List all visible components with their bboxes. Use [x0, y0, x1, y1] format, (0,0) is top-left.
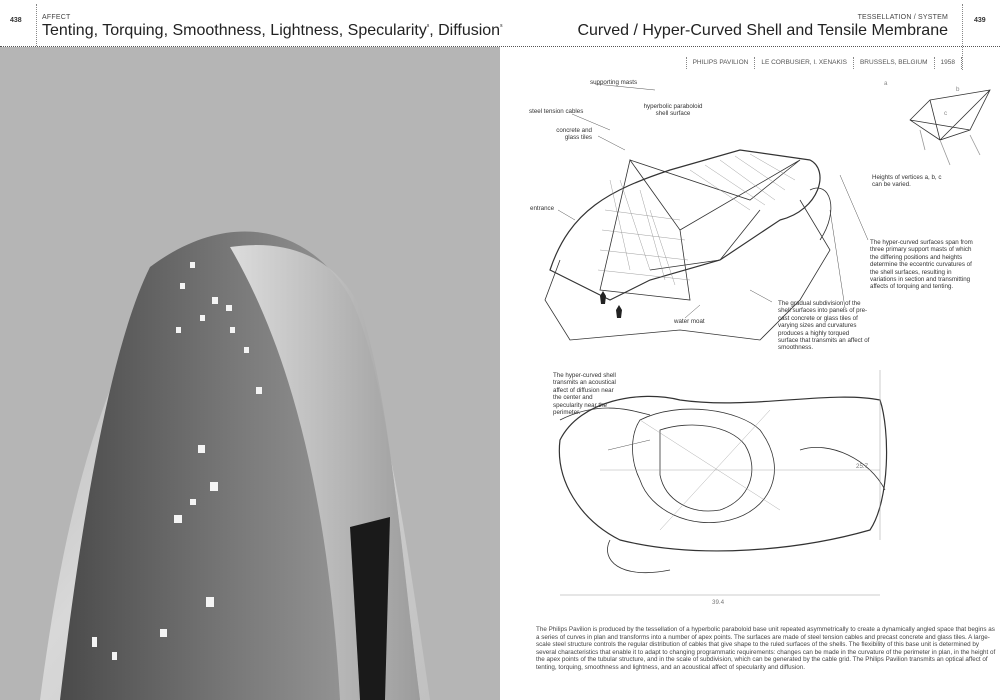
label-tiles: concrete and glass tiles	[556, 127, 592, 142]
note-hyper-curved: The hyper-curved surfaces span from thre…	[870, 239, 973, 291]
page-title-right: Curved / Hyper-Curved Shell and Tensile …	[577, 22, 948, 39]
section-label-left: AFFECT	[42, 14, 71, 21]
location: BRUSSELS, BELGIUM	[852, 57, 934, 69]
axonometric-drawing	[544, 149, 832, 341]
title-suffix: , Diffusion	[429, 22, 501, 39]
vertex-diagram	[909, 89, 991, 166]
section-label-right: TESSELLATION / SYSTEM	[857, 14, 948, 21]
label-steel-cables: steel tension cables	[529, 108, 584, 115]
sound-wave-icon: ˢ	[426, 23, 430, 31]
dimension-horizontal: 39.4	[712, 599, 725, 606]
label-entrance: entrance	[530, 205, 555, 212]
divider	[36, 4, 37, 46]
pavilion-interior-photo	[0, 47, 500, 700]
header-rule	[0, 46, 1000, 47]
pavilion-drawings	[544, 83, 991, 596]
page-number-right: 439	[974, 17, 986, 24]
note-vertex-heights: Heights of vertices a, b, c can be varie…	[872, 174, 942, 189]
architects: LE CORBUSIER, I. XENAKIS	[754, 57, 853, 69]
vertex-label-c: c	[944, 110, 948, 117]
page-title-left: Tenting, Torquing, Smoothness, Lightness…	[42, 22, 502, 40]
project-name: PHILIPS PAVILION	[685, 57, 755, 69]
plan-drawing	[558, 370, 888, 596]
label-supporting-masts: supporting masts	[590, 79, 638, 86]
year: 1958	[933, 57, 962, 69]
title-text: Tenting, Torquing, Smoothness, Lightness…	[42, 22, 427, 39]
divider	[962, 4, 963, 70]
vertex-label-a: a	[884, 80, 888, 87]
dimension-vertical: 25.7	[856, 463, 869, 470]
note-acoustic: The hyper-curved shell transmits an acou…	[553, 372, 616, 417]
body-paragraph: The Philips Pavilion is produced by the …	[536, 626, 996, 671]
label-water-moat: water moat	[674, 318, 705, 325]
sound-wave-icon: ˢ	[500, 23, 503, 31]
vertex-label-b: b	[956, 86, 960, 93]
page-number-left: 438	[10, 17, 22, 24]
label-hyperbolic-surface: hyperbolic paraboloid shell surface	[643, 103, 703, 118]
note-subdivision: The gradual subdivision of the shell sur…	[778, 300, 870, 352]
